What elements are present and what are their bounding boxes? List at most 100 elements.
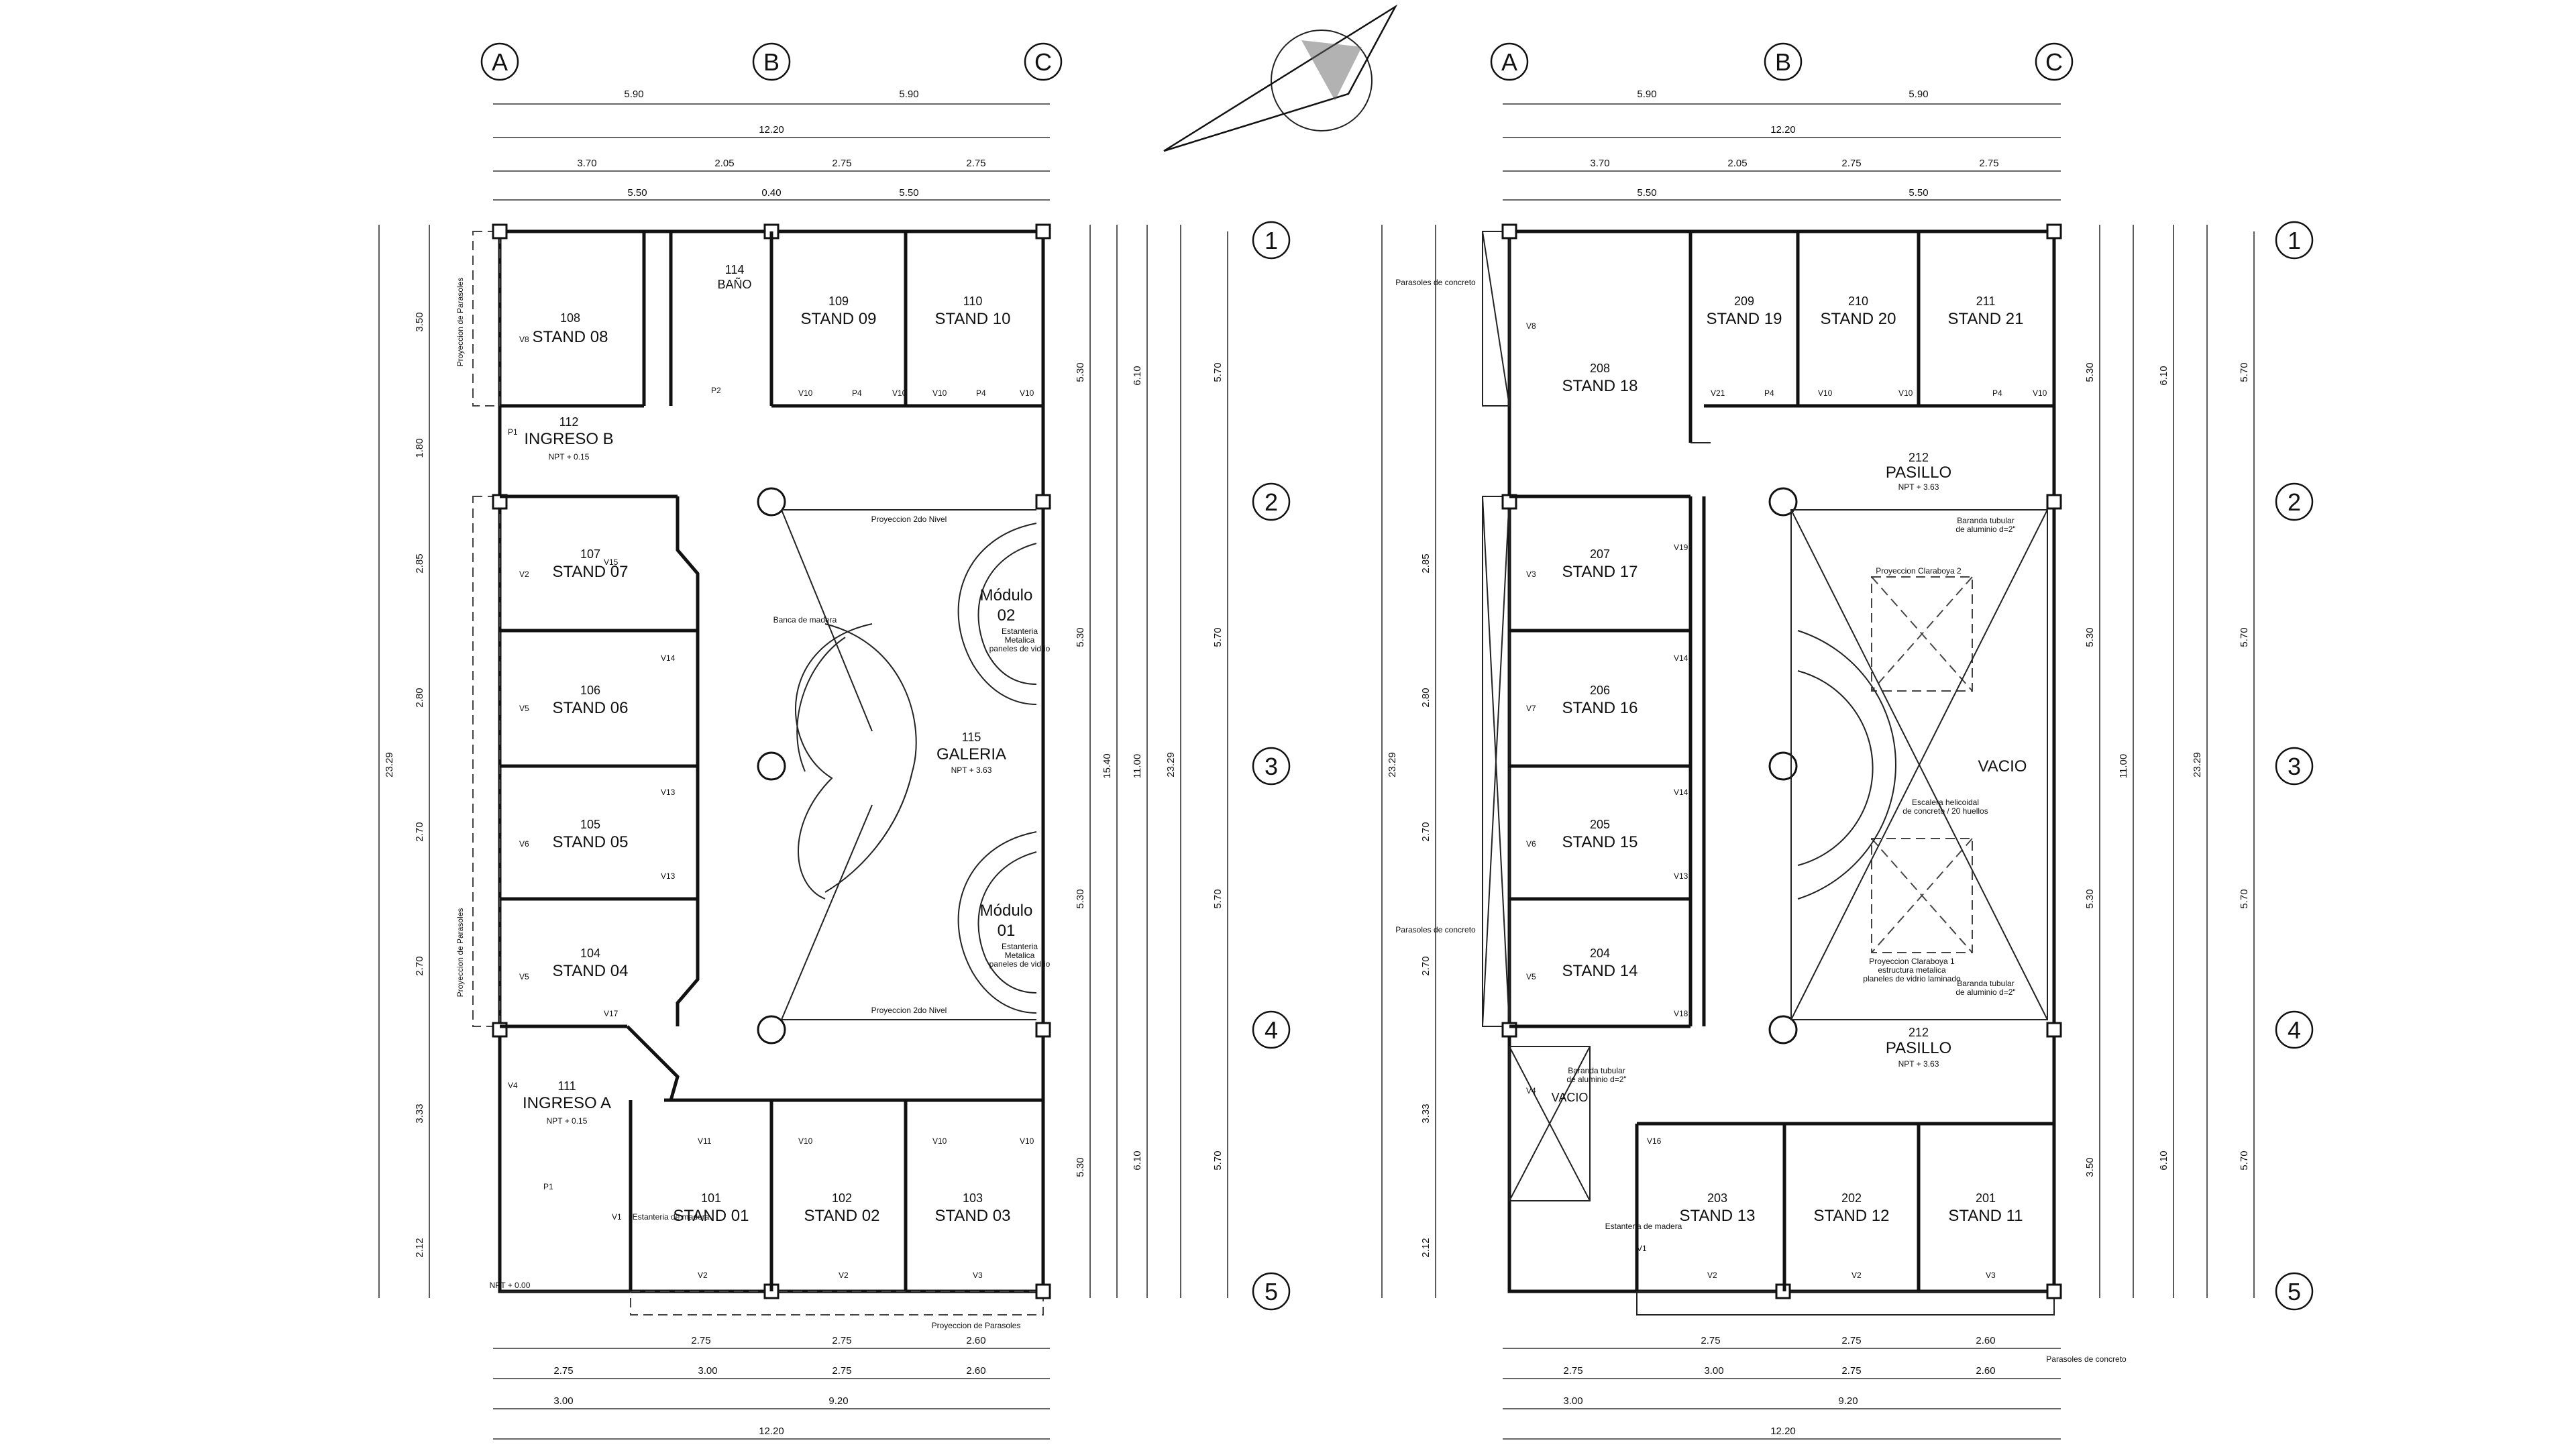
- svg-text:Parasoles de concreto: Parasoles de concreto: [1395, 925, 1476, 934]
- svg-text:12.20: 12.20: [1770, 124, 1796, 136]
- room-201: 201 STAND 11: [1948, 1191, 2023, 1225]
- void-area: VACIO Proyeccion Claraboya 2 Proyeccion …: [1790, 509, 2048, 1020]
- svg-text:V13: V13: [661, 788, 676, 797]
- svg-text:Proyeccion 2do Nivel: Proyeccion 2do Nivel: [871, 1006, 947, 1015]
- room-111-ingreso-a: 111 INGRESO A NPT + 0.15: [523, 1079, 611, 1126]
- axis-bubble-b: B: [752, 42, 791, 81]
- svg-text:STAND 18: STAND 18: [1562, 377, 1638, 395]
- svg-text:3.70: 3.70: [1590, 158, 1609, 169]
- bottom-dimensions-2: 2.75 2.75 2.60 2.75 3.00 2.75 2.60 3.00 …: [1503, 1335, 2061, 1440]
- svg-text:23.29: 23.29: [1387, 752, 1398, 777]
- svg-text:STAND 02: STAND 02: [804, 1207, 880, 1225]
- svg-text:15.40: 15.40: [1102, 753, 1113, 779]
- svg-text:V5: V5: [1526, 972, 1536, 981]
- svg-text:5.30: 5.30: [2084, 889, 2096, 908]
- svg-text:5.90: 5.90: [1637, 89, 1656, 100]
- svg-text:A: A: [1501, 48, 1517, 76]
- svg-text:2.05: 2.05: [714, 158, 734, 169]
- svg-text:V2: V2: [519, 570, 529, 579]
- svg-text:3.00: 3.00: [553, 1395, 573, 1407]
- svg-text:6.10: 6.10: [2158, 1150, 2169, 1170]
- svg-text:STAND 08: STAND 08: [533, 328, 608, 346]
- svg-text:V2: V2: [1851, 1271, 1862, 1280]
- room-110: 110 STAND 10: [935, 294, 1011, 328]
- svg-text:2.60: 2.60: [1976, 1365, 1995, 1377]
- svg-text:V18: V18: [1674, 1009, 1688, 1018]
- svg-text:NPT + 0.15: NPT + 0.15: [549, 452, 590, 462]
- svg-text:STAND 19: STAND 19: [1707, 310, 1782, 328]
- svg-text:2.75: 2.75: [1563, 1365, 1582, 1377]
- svg-text:NPT + 3.63: NPT + 3.63: [951, 765, 992, 775]
- svg-text:V13: V13: [661, 871, 676, 881]
- svg-text:paneles de vidrio: paneles de vidrio: [989, 644, 1051, 653]
- axis-bubble-1: 1: [1252, 221, 1291, 260]
- svg-text:V4: V4: [1526, 1086, 1536, 1095]
- svg-text:5.30: 5.30: [1075, 627, 1086, 647]
- svg-text:STAND 04: STAND 04: [553, 962, 629, 980]
- right-dimensions: 5.30 5.30 5.30 5.30 15.40 6.10 11.00 6.1…: [1075, 225, 1228, 1298]
- svg-text:estructura metalica: estructura metalica: [1878, 965, 1946, 975]
- room-203: 203 STAND 13: [1680, 1191, 1756, 1225]
- svg-text:V2: V2: [698, 1271, 708, 1280]
- svg-text:Estanteria de madera: Estanteria de madera: [1605, 1222, 1682, 1231]
- svg-text:12.20: 12.20: [1770, 1426, 1796, 1437]
- svg-text:2.80: 2.80: [414, 688, 425, 707]
- svg-text:V10: V10: [1020, 388, 1034, 398]
- svg-text:103: 103: [963, 1191, 983, 1205]
- svg-text:V1: V1: [1637, 1244, 1647, 1253]
- svg-text:GALERIA: GALERIA: [936, 745, 1006, 763]
- svg-text:V7: V7: [1526, 704, 1536, 713]
- svg-text:2.70: 2.70: [414, 956, 425, 975]
- svg-text:4: 4: [2288, 1016, 2301, 1044]
- svg-text:5.50: 5.50: [627, 187, 647, 199]
- svg-text:2.70: 2.70: [1420, 822, 1432, 841]
- structural-columns: [492, 223, 1051, 1299]
- svg-text:STAND 10: STAND 10: [935, 310, 1011, 328]
- svg-text:104: 104: [580, 947, 600, 960]
- svg-text:105: 105: [580, 818, 600, 831]
- svg-text:C: C: [1034, 48, 1052, 76]
- room-202: 202 STAND 12: [1814, 1191, 1890, 1225]
- room-115-galeria: 115 GALERIA NPT + 3.63: [936, 731, 1006, 775]
- interior-walls: [500, 231, 1043, 1292]
- svg-text:2.70: 2.70: [414, 822, 425, 841]
- svg-text:V5: V5: [519, 704, 529, 713]
- svg-text:110: 110: [963, 294, 983, 308]
- svg-text:Módulo: Módulo: [980, 586, 1033, 604]
- svg-text:3.00: 3.00: [1704, 1365, 1723, 1377]
- svg-text:Parasoles de concreto: Parasoles de concreto: [2046, 1354, 2127, 1364]
- room-206: 206 STAND 16: [1562, 684, 1638, 717]
- svg-text:B: B: [1775, 48, 1791, 76]
- svg-text:planeles de vidrio laminado: planeles de vidrio laminado: [1863, 974, 1961, 983]
- svg-text:NPT + 3.63: NPT + 3.63: [1898, 1059, 1939, 1069]
- svg-text:PASILLO: PASILLO: [1886, 464, 1951, 482]
- svg-text:5.30: 5.30: [1075, 1157, 1086, 1177]
- svg-text:208: 208: [1590, 362, 1610, 375]
- room-212-pasillo-bottom: 212 PASILLO NPT + 3.63: [1886, 1026, 1951, 1069]
- svg-text:2.75: 2.75: [832, 1365, 851, 1377]
- room-102: 102 STAND 02: [804, 1191, 880, 1225]
- svg-text:5.70: 5.70: [1212, 362, 1224, 382]
- room-108: 108 STAND 08: [533, 311, 608, 346]
- svg-text:V19: V19: [1674, 543, 1688, 552]
- svg-text:Módulo: Módulo: [980, 902, 1033, 920]
- svg-text:111: 111: [557, 1079, 576, 1093]
- svg-text:211: 211: [1976, 294, 1996, 308]
- svg-text:2.70: 2.70: [1420, 956, 1432, 975]
- north-arrow: [1163, 4, 1398, 152]
- svg-text:23.29: 23.29: [384, 752, 395, 777]
- svg-text:V15: V15: [604, 557, 619, 567]
- svg-text:0.40: 0.40: [761, 187, 781, 199]
- svg-text:206: 206: [1590, 684, 1610, 697]
- top-dimensions-2: 5.90 5.90 12.20 3.70 2.05 2.75 2.75 5.50…: [1503, 89, 2061, 201]
- svg-text:23.29: 23.29: [1165, 752, 1177, 777]
- svg-text:VACIO: VACIO: [1978, 757, 2027, 775]
- svg-text:NPT + 0.00: NPT + 0.00: [490, 1281, 531, 1290]
- svg-text:Proyeccion Claraboya 2: Proyeccion Claraboya 2: [1876, 566, 1962, 576]
- top-dimensions: 5.90 5.90 12.20 3.70 2.05 2.75 2.75 5.50…: [493, 89, 1050, 201]
- svg-text:2.60: 2.60: [966, 1335, 985, 1346]
- svg-text:2.75: 2.75: [1841, 1335, 1861, 1346]
- svg-text:V2: V2: [1707, 1271, 1717, 1280]
- svg-text:02: 02: [998, 606, 1016, 625]
